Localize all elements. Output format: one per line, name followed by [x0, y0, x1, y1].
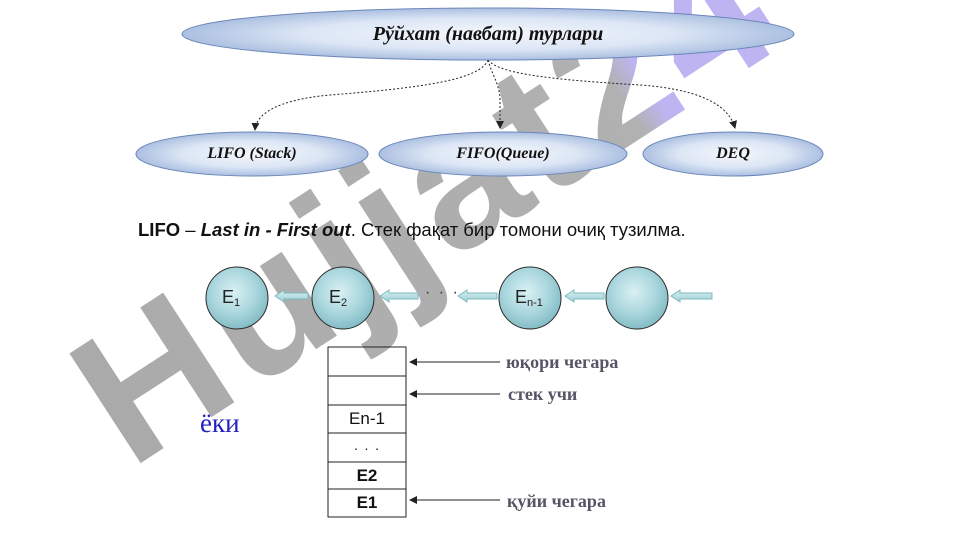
type-deq-label: DEQ — [716, 145, 750, 162]
chain-node-e1 — [205, 266, 269, 330]
lifo-rest: . Стек фақат бир томони очиқ тузилма. — [350, 219, 686, 240]
chain-arrow-3 — [457, 289, 498, 303]
diagram-title: Рўйхат (навбат) турлари — [372, 22, 604, 45]
chain-node-e2 — [311, 266, 375, 330]
stack-cell-ellipsis: · · · — [353, 439, 381, 456]
stack-cell-en1: En-1 — [349, 409, 385, 428]
type-fifo-label: FIFO(Queue) — [456, 145, 550, 162]
connector-deq — [487, 59, 737, 129]
stack-box — [327, 346, 407, 518]
lifo-description: LIFO – Last in - First out. Стек фақат б… — [138, 219, 686, 241]
fifo-oval — [378, 131, 628, 177]
chain-arrow-5 — [670, 289, 713, 303]
chain-arrow-4 — [564, 289, 605, 303]
stack-cell-e2: E2 — [356, 465, 378, 485]
chain-node-en1 — [498, 266, 562, 330]
lifo-oval — [135, 131, 369, 177]
connector-lifo — [251, 59, 489, 131]
label-bottom-bound: қуйи чегара — [507, 491, 606, 511]
label-top-bound: юқори чегара — [506, 352, 619, 372]
stack-cell-e1: E1 — [356, 493, 378, 512]
chain-ellipsis: · · · — [425, 284, 460, 301]
lifo-dash: – — [180, 219, 201, 240]
deq-oval — [642, 131, 824, 177]
lifo-expansion: Last in - First out — [200, 219, 351, 240]
chain-node-empty — [605, 266, 669, 330]
label-stack-top: стек учи — [508, 384, 578, 404]
title-oval — [181, 7, 795, 61]
chain-arrow-2 — [379, 289, 419, 303]
lifo-abbr: LIFO — [138, 219, 181, 240]
connector-fifo — [487, 59, 504, 129]
side-word: ёки — [200, 408, 240, 438]
chain-arrow-1 — [274, 289, 309, 303]
type-lifo-label: LIFO (Stack) — [207, 145, 297, 162]
